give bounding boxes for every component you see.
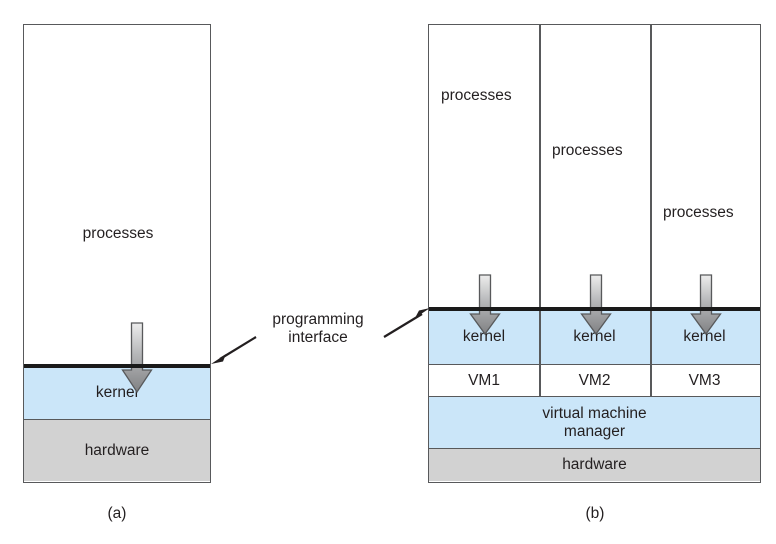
- panel-b-caption: (b): [585, 505, 605, 522]
- panel-b-vm-cell-2: VM2: [539, 372, 650, 389]
- panel-b-kernel-cell-1: kernel: [429, 328, 539, 345]
- panel-a-syscall-arrow: [121, 322, 153, 394]
- panel-b-processes-label-2: processes: [552, 142, 623, 159]
- panel-b-vmm-band: virtual machine manager: [429, 397, 760, 449]
- panel-a-processes-region: [24, 25, 210, 364]
- panel-b-vm-label-3: VM3: [688, 371, 721, 389]
- panel-b-vm-label-1: VM1: [468, 371, 500, 389]
- panel-b-processes-label-1: processes: [441, 87, 512, 104]
- panel-b-syscall-arrow-3: [690, 274, 722, 336]
- panel-a-programming-interface-rule: [24, 364, 210, 368]
- panel-b-vm-cell-1: VM1: [429, 372, 539, 389]
- programming-interface-callout: programming interface: [243, 311, 393, 348]
- panel-b-vm-row: VM1 VM2 VM3: [429, 365, 760, 397]
- panel-b-kernel-cell-3: kernel: [650, 328, 759, 345]
- panel-a-single-machine: kernel hardware processes: [23, 24, 211, 483]
- panel-a-hardware-band: hardware: [24, 420, 210, 481]
- panel-b-vmm-line1: virtual machine: [542, 405, 647, 423]
- arrow-to-panel-b: [383, 308, 430, 338]
- panel-a-kernel-label: kernel: [95, 383, 139, 401]
- panel-b-virtual-machines: kernel kernel kernel VM1 VM2 VM3 virtual…: [428, 24, 761, 483]
- programming-interface-line2: interface: [288, 329, 348, 347]
- panel-a-hardware-label: hardware: [84, 441, 150, 459]
- panel-a-caption: (a): [107, 505, 127, 522]
- programming-interface-line1: programming: [272, 311, 364, 328]
- panel-b-kernel-cell-2: kernel: [539, 328, 650, 345]
- panel-a-processes-label: processes: [82, 225, 154, 242]
- panel-b-processes-label-3: processes: [663, 204, 734, 221]
- panel-b-processes-region: [429, 25, 760, 307]
- panel-b-divider-1: [539, 25, 541, 397]
- panel-b-vm-cell-3: VM3: [650, 372, 759, 389]
- panel-b-kernel-label-2: kernel: [573, 327, 616, 345]
- panel-b-hardware-label: hardware: [562, 456, 627, 474]
- panel-b-kernel-label-1: kernel: [462, 327, 506, 345]
- panel-b-programming-interface-rule: [429, 307, 760, 311]
- panel-b-divider-2: [650, 25, 652, 397]
- panel-b-kernel-label-3: kernel: [683, 327, 726, 345]
- arrow-to-panel-a: [211, 336, 257, 364]
- panel-a-kernel-band: kernel: [24, 366, 210, 420]
- panel-b-syscall-arrow-2: [580, 274, 612, 336]
- panel-b-syscall-arrow-1: [469, 274, 501, 336]
- panel-b-vm-label-2: VM2: [578, 371, 611, 389]
- panel-b-hardware-band: hardware: [429, 449, 760, 481]
- panel-b-vmm-line2: manager: [563, 422, 626, 440]
